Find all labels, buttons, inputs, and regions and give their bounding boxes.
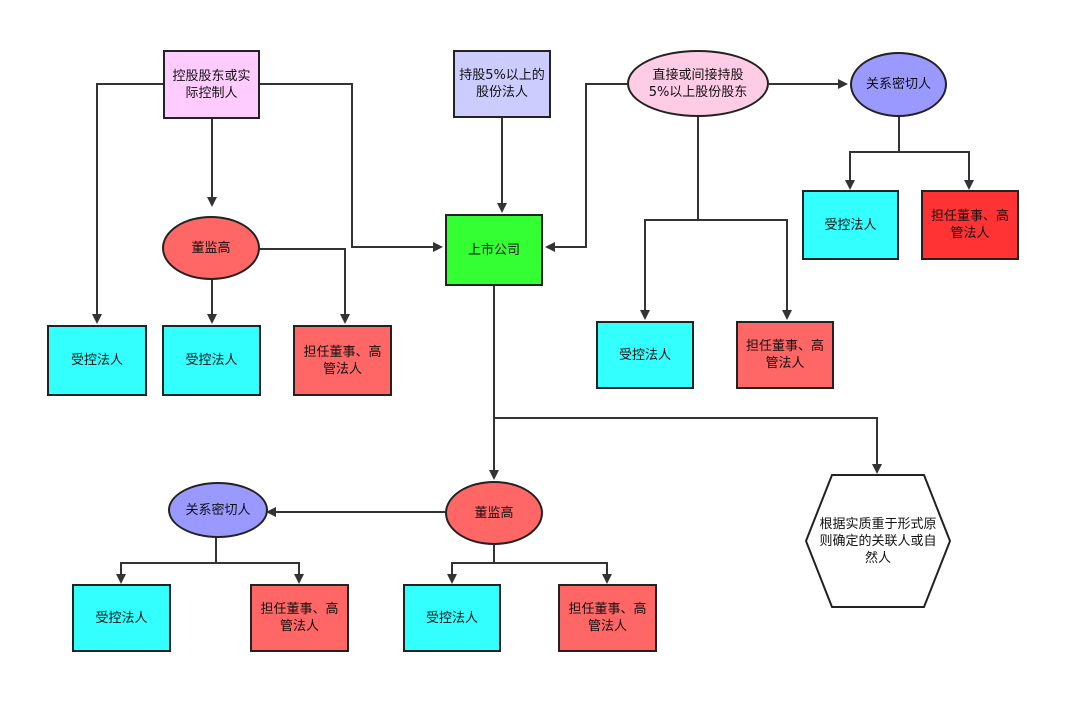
close-relatives-bottom-node: 关系密切人 — [168, 482, 268, 538]
controlled-legal-node-2: 受控法人 — [47, 325, 147, 396]
director-legal-node-5: 担任董事、高管法人 — [558, 584, 657, 652]
controlling-shareholder-label: 控股股东或实际控制人 — [172, 68, 251, 101]
director-legal-label-2: 担任董事、高管法人 — [303, 344, 382, 377]
listed-company-label: 上市公司 — [467, 242, 520, 258]
edge-listed-company-to-substance — [494, 417, 882, 474]
controlled-legal-node-3: 受控法人 — [162, 325, 261, 396]
directors-supervisors-top-label: 董监高 — [191, 240, 231, 256]
controlled-legal-node-1: 受控法人 — [802, 190, 899, 260]
controlled-legal-label-3: 受控法人 — [185, 353, 238, 368]
edge-close-relatives-bottom-children — [120, 562, 300, 580]
controlled-legal-label-1: 受控法人 — [824, 217, 877, 233]
director-legal-label-1: 担任董事、高管法人 — [930, 209, 1009, 241]
director-legal-label-3: 担任董事、高管法人 — [745, 339, 824, 371]
substance-over-form-text: 根据实质重于形式原则确定的关联人或自然人 — [818, 474, 938, 608]
edge-directors-to-director-legal — [260, 248, 350, 324]
holder-5pct-legal-node: 持股5%以上的股份法人 — [453, 50, 551, 118]
directors-supervisors-top-node: 董监高 — [162, 216, 260, 280]
close-relatives-top-label: 关系密切人 — [865, 77, 931, 92]
controlled-legal-label-6: 受控法人 — [425, 610, 478, 626]
edge-controller-to-listed-company — [260, 83, 443, 252]
director-legal-label-4: 担任董事、高管法人 — [260, 602, 339, 634]
directors-supervisors-bottom-node: 董监高 — [445, 481, 543, 545]
controlled-legal-label-5: 受控法人 — [95, 610, 148, 626]
controlled-legal-label-2: 受控法人 — [70, 353, 123, 368]
holder-5pct-shareholder-node: 直接或间接持股5%以上股份股东 — [627, 50, 769, 117]
holder-5pct-legal-label: 持股5%以上的股份法人 — [459, 68, 545, 100]
close-relatives-bottom-label: 关系密切人 — [185, 502, 251, 518]
director-legal-node-3: 担任董事、高管法人 — [736, 321, 834, 389]
edge-branch-to-controlled-legal — [644, 219, 788, 318]
controlling-shareholder-node: 控股股东或实际控制人 — [163, 50, 260, 119]
controlled-legal-node-6: 受控法人 — [403, 584, 501, 652]
substance-over-form-label: 根据实质重于形式原则确定的关联人或自然人 — [819, 516, 937, 566]
director-legal-node-4: 担任董事、高管法人 — [250, 584, 349, 652]
directors-supervisors-bottom-label: 董监高 — [474, 505, 514, 521]
edge-directors-bottom-children — [451, 562, 608, 580]
edge-controller-to-controlled-legal — [92, 83, 163, 324]
close-relatives-top-node: 关系密切人 — [850, 52, 947, 117]
controlled-legal-node-4: 受控法人 — [596, 321, 694, 389]
edge-5pct-shareholder-to-listed-company — [545, 83, 627, 252]
listed-company-node: 上市公司 — [445, 214, 543, 286]
substance-over-form-node — [804, 474, 952, 608]
controlled-legal-label-4: 受控法人 — [618, 347, 671, 363]
edge-close-relatives-top-children — [849, 151, 970, 187]
holder-5pct-shareholder-label: 直接或间接持股5%以上股份股东 — [648, 67, 748, 100]
director-legal-label-5: 担任董事、高管法人 — [568, 602, 647, 634]
director-legal-node-1: 担任董事、高管法人 — [921, 190, 1019, 260]
controlled-legal-node-5: 受控法人 — [72, 584, 171, 652]
director-legal-node-2: 担任董事、高管法人 — [293, 325, 392, 396]
